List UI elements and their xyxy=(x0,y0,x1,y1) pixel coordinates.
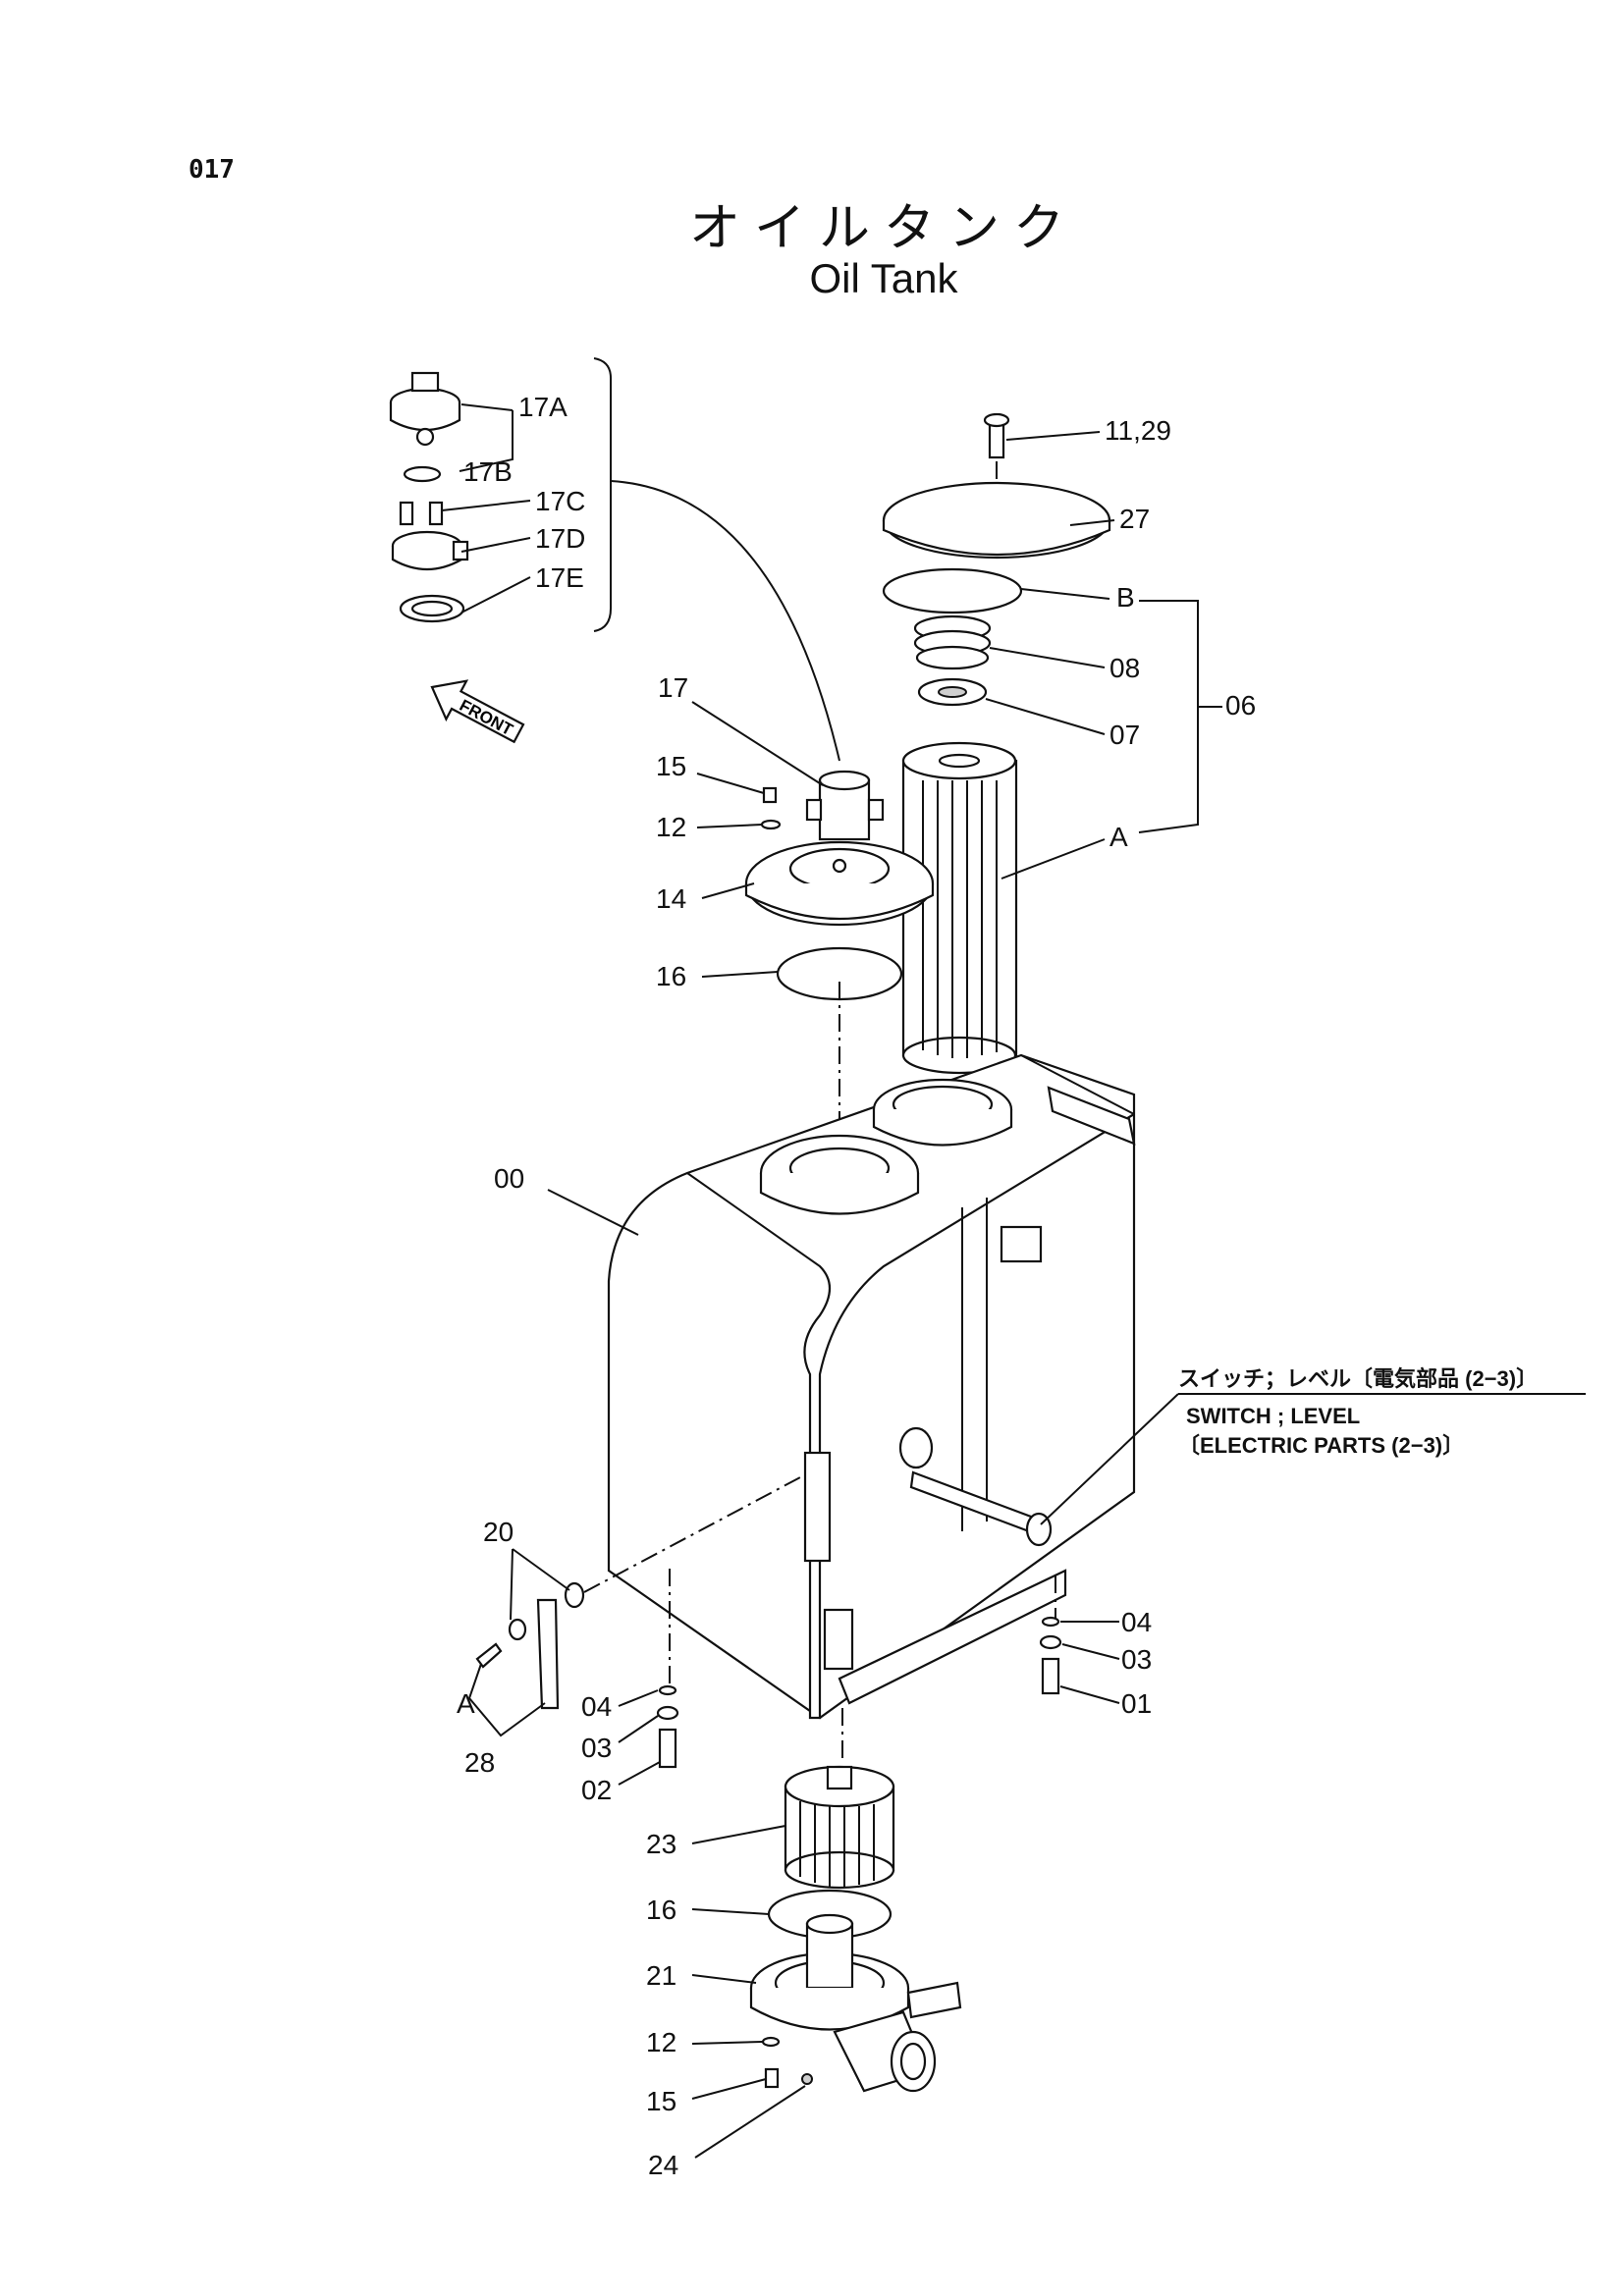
plug-24 xyxy=(801,2073,813,2085)
front-arrow: FRONT xyxy=(430,679,525,744)
screws-17c xyxy=(399,501,444,526)
filter-element-a xyxy=(901,741,1018,1075)
page-number: 017 xyxy=(189,155,235,185)
cover-14 xyxy=(744,840,935,927)
filter-flange xyxy=(872,1078,1013,1147)
housing-21 xyxy=(749,1913,962,2093)
bolt-15-bottom xyxy=(764,2067,780,2089)
bolt-15-top xyxy=(762,786,778,804)
label-17b: 17B xyxy=(463,456,513,487)
plate-28 xyxy=(536,1598,560,1710)
note-en2: 〔ELECTRIC PARTS (2−3)〕 xyxy=(1178,1433,1464,1458)
label-01: 01 xyxy=(1121,1688,1152,1719)
label-23: 23 xyxy=(646,1829,676,1859)
label-a-bottom: A xyxy=(457,1688,475,1719)
label-04-right: 04 xyxy=(1121,1607,1152,1637)
valve-07 xyxy=(917,677,988,707)
label-17a: 17A xyxy=(518,392,568,422)
adapter-17d xyxy=(391,530,469,570)
washer-12-bottom xyxy=(761,2036,781,2048)
label-20: 20 xyxy=(483,1517,514,1547)
note-ja: スイッチ；レベル〔電気部品 (2−3)〕 xyxy=(1178,1366,1538,1391)
washer-20-b xyxy=(508,1618,527,1641)
label-04-left: 04 xyxy=(581,1691,612,1722)
washer-04-right xyxy=(1041,1616,1060,1628)
label-07: 07 xyxy=(1109,720,1140,750)
label-02: 02 xyxy=(581,1775,612,1805)
label-03-left: 03 xyxy=(581,1733,612,1763)
bottom-bracket xyxy=(838,1569,1067,1705)
cap-17a xyxy=(389,371,461,447)
label-06: 06 xyxy=(1225,690,1256,721)
label-00: 00 xyxy=(494,1163,524,1194)
breather-17 xyxy=(805,770,885,841)
gasket-17e xyxy=(399,594,465,623)
bolt-01 xyxy=(1041,1657,1060,1695)
group-bracket xyxy=(593,357,612,632)
oring-17b xyxy=(403,465,442,483)
note-en1: SWITCH ; LEVEL xyxy=(1186,1404,1360,1428)
label-a-top: A xyxy=(1109,822,1128,852)
washer-12-top xyxy=(760,819,782,830)
label-16-top: 16 xyxy=(656,961,686,991)
strainer-flange xyxy=(759,1134,920,1215)
label-15-bottom: 15 xyxy=(646,2086,676,2116)
washer-03-right xyxy=(1039,1634,1062,1650)
label-16-bottom: 16 xyxy=(646,1895,676,1925)
leader-group-to-17 xyxy=(610,480,840,762)
label-08: 08 xyxy=(1109,653,1140,683)
label-17e: 17E xyxy=(535,562,584,593)
strainer-23 xyxy=(784,1765,895,1890)
oring-b xyxy=(882,567,1023,614)
label-12-top: 12 xyxy=(656,812,686,842)
label-17d: 17D xyxy=(535,523,585,554)
title-japanese: オイルタンク xyxy=(688,199,1078,258)
label-03-right: 03 xyxy=(1121,1644,1152,1675)
bolt-a-bottom xyxy=(475,1642,503,1669)
washer-20-a xyxy=(564,1581,585,1609)
label-15-top: 15 xyxy=(656,751,686,781)
title-english: Oil Tank xyxy=(809,255,958,301)
washer-04-left xyxy=(658,1684,677,1696)
front-label: FRONT xyxy=(457,696,516,740)
label-11-29: 11,29 xyxy=(1105,415,1171,446)
tank-body-00 xyxy=(607,1053,1136,1720)
level-switch xyxy=(898,1426,1053,1547)
washer-03-left xyxy=(656,1705,679,1721)
label-21: 21 xyxy=(646,1960,676,1991)
label-28: 28 xyxy=(464,1747,495,1778)
label-17c: 17C xyxy=(535,486,585,516)
label-27: 27 xyxy=(1119,504,1150,534)
label-12-bottom: 12 xyxy=(646,2027,676,2057)
bolt-02 xyxy=(658,1728,677,1769)
label-17: 17 xyxy=(658,672,688,703)
label-24: 24 xyxy=(648,2150,678,2180)
spring-08 xyxy=(913,614,992,670)
bracket-06 xyxy=(1138,600,1199,833)
label-14: 14 xyxy=(656,883,686,914)
label-b: B xyxy=(1116,582,1135,613)
cover-27 xyxy=(882,481,1111,560)
